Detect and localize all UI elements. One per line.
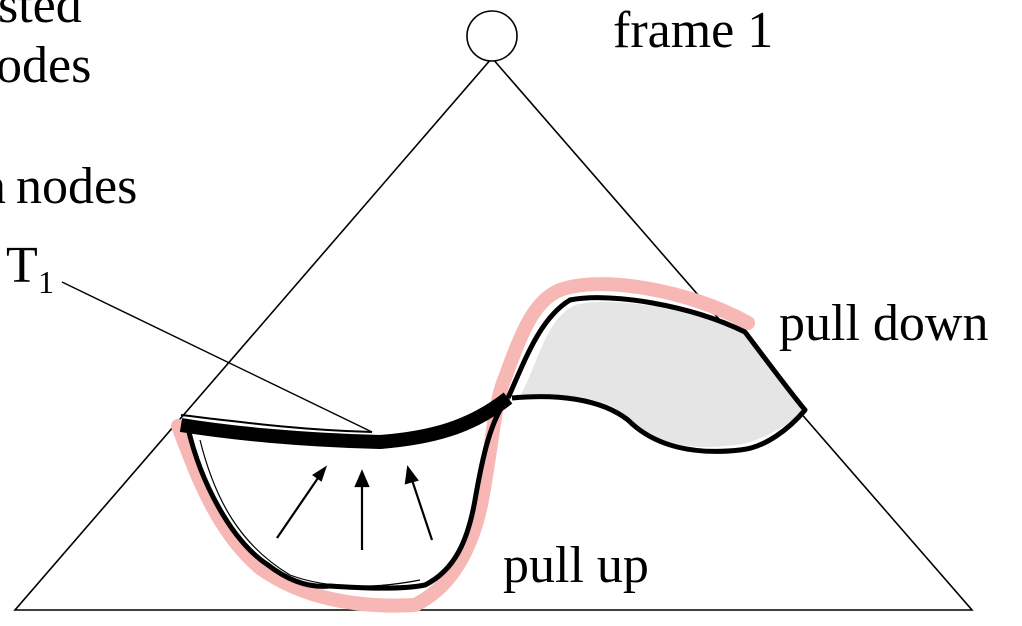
arrow-left-head	[312, 465, 328, 482]
root-node-circle	[466, 10, 518, 62]
frame-label: frame 1	[613, 2, 773, 59]
front-boundary-thin	[180, 414, 373, 433]
arrow-left	[276, 477, 319, 539]
t1-leader-line	[61, 281, 373, 433]
partial-label-n: n	[0, 158, 6, 215]
basin-boundary	[185, 396, 510, 591]
highlight-curve	[171, 277, 755, 613]
arrow-center-head	[354, 469, 370, 488]
pull-up-label: pull up	[503, 537, 649, 594]
t-sub-label: 1	[38, 264, 54, 300]
partial-label-top1: sted	[0, 0, 82, 34]
partial-label-top2: odes	[0, 37, 91, 94]
arrow-right-head	[404, 465, 419, 485]
basin-sketch-line	[199, 439, 421, 587]
partial-label-nodes: nodes	[16, 158, 137, 215]
pull-down-label: pull down	[779, 295, 988, 352]
shaded-region	[520, 301, 805, 447]
bump-boundary	[505, 295, 808, 454]
up-arrows	[276, 465, 434, 550]
t-main-label: T	[6, 237, 38, 294]
front-boundary	[179, 392, 513, 450]
arrow-right	[410, 479, 434, 541]
